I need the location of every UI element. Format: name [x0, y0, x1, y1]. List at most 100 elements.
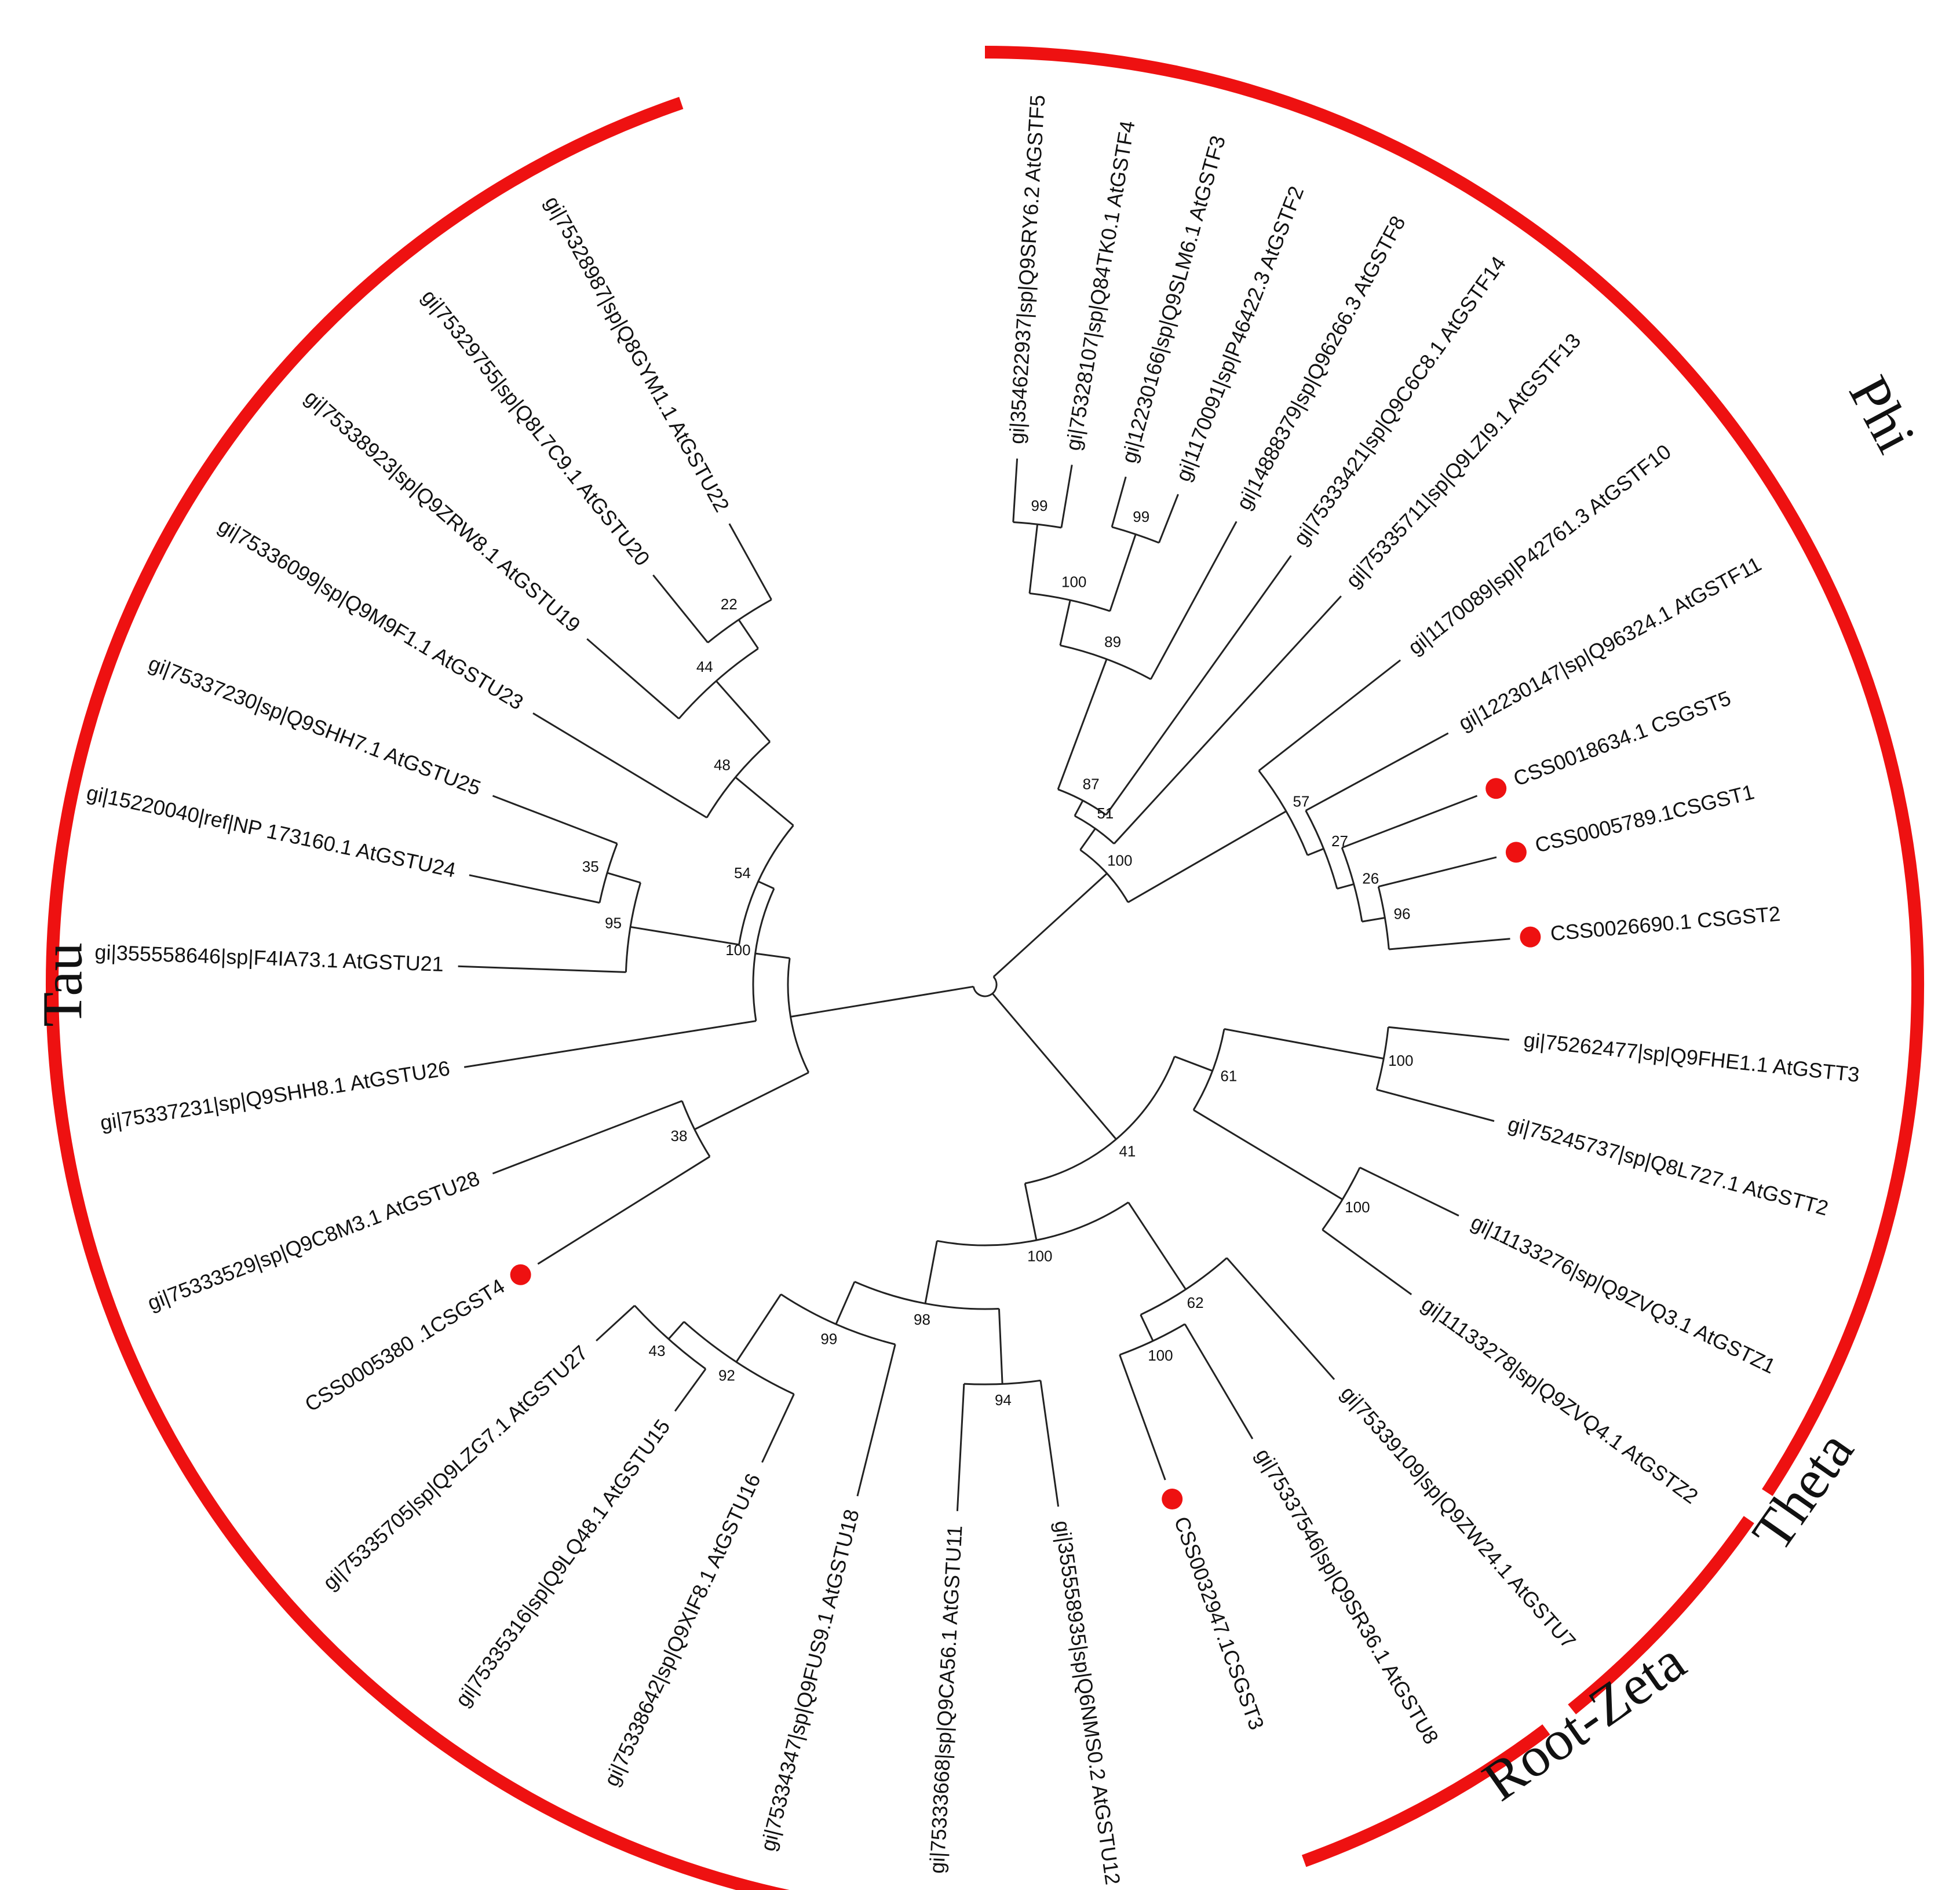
branch-line — [761, 1394, 795, 1463]
tree-branches — [458, 458, 1510, 1511]
branch-arc — [634, 1304, 706, 1370]
bootstrap-value: 100 — [1027, 1247, 1052, 1264]
branch-line — [1060, 465, 1073, 528]
bootstrap-value: 100 — [725, 941, 750, 959]
branch-arc — [1057, 788, 1107, 816]
bootstrap-value: 94 — [995, 1391, 1012, 1409]
branch-line — [1119, 1354, 1166, 1480]
branch-line — [1105, 555, 1292, 816]
leaf-label: gi|75328107|sp|Q84TK0.1 AtGSTF4 — [1061, 119, 1140, 452]
branch-line — [835, 1281, 856, 1325]
branch-line — [1057, 659, 1108, 790]
bootstrap-value: 27 — [1331, 832, 1348, 850]
branch-line — [1140, 1314, 1154, 1341]
leaf-label: CSS0018634.1 CSGST5 — [1510, 686, 1733, 791]
bootstrap-value: 38 — [671, 1127, 688, 1145]
leaf-label: gi|75337230|sp|Q9SHH7.1 AtGSTU25 — [145, 651, 484, 800]
leaf-label: gi|355558646|sp|F4IA73.1 AtGSTU21 — [94, 940, 444, 976]
branch-arc — [937, 1201, 1129, 1246]
bootstrap-value: 99 — [1031, 497, 1048, 514]
bootstrap-value: 62 — [1187, 1294, 1204, 1311]
bootstrap-labels: 9999100898751962627571001001006110062944… — [582, 497, 1414, 1409]
branch-arc — [1111, 526, 1160, 544]
branch-line — [596, 1304, 636, 1341]
branch-line — [469, 874, 600, 904]
branch-line — [607, 872, 641, 884]
branch-line — [1012, 458, 1019, 522]
bootstrap-value: 100 — [1061, 573, 1086, 591]
leaf-label: gi|75337546|sp|Q9SR36.1 AtGSTU8 — [1251, 1445, 1443, 1748]
bootstrap-value: 92 — [718, 1366, 735, 1384]
leaf-label: gi|75333529|sp|Q9C8M3.1 AtGSTU28 — [144, 1166, 483, 1315]
bootstrap-value: 35 — [582, 858, 599, 875]
leaf-label: gi|75338642|sp|Q9XIF8.1 AtGSTU16 — [599, 1469, 765, 1789]
branch-arc — [1079, 849, 1129, 903]
branch-line — [463, 1020, 757, 1068]
branch-arc — [1375, 1027, 1389, 1090]
clade-arc-theta — [1568, 1516, 1754, 1714]
branch-line — [674, 1368, 707, 1412]
branch-line — [1113, 595, 1342, 845]
branch-line — [1337, 883, 1355, 890]
branch-line — [1359, 1167, 1459, 1217]
branch-line — [758, 880, 775, 890]
branch-arc — [787, 957, 810, 1073]
clade-label-phi: Phi — [1837, 366, 1928, 462]
branch-line — [735, 776, 794, 827]
leaf-label: CSS0026690.1 CSGST2 — [1549, 901, 1781, 945]
branch-arc — [1322, 1167, 1361, 1231]
branch-arc — [1074, 815, 1115, 845]
branch-line — [956, 1384, 965, 1511]
marker-dots — [510, 778, 1541, 1509]
clade-label-tau: Tau — [31, 942, 94, 1027]
bootstrap-value: 51 — [1097, 805, 1114, 822]
branch-line — [1378, 856, 1497, 888]
branch-line — [819, 985, 974, 1013]
branch-arc — [780, 1293, 896, 1346]
branch-arc — [598, 843, 618, 903]
branch-line — [1376, 1088, 1495, 1122]
branch-line — [991, 993, 1117, 1140]
branch-arc — [1305, 810, 1338, 889]
branch-line — [532, 712, 707, 818]
bootstrap-value: 99 — [1133, 508, 1149, 525]
bootstrap-value: 22 — [721, 595, 738, 613]
bootstrap-value: 41 — [1119, 1143, 1136, 1160]
branch-line — [735, 1293, 782, 1363]
bootstrap-value: 99 — [820, 1330, 837, 1347]
branch-line — [1127, 1201, 1187, 1290]
leaf-label: gi|75333668|sp|Q9CA56.1 AtGSTU11 — [925, 1525, 966, 1874]
branch-line — [694, 1072, 809, 1131]
branch-arc — [1024, 1056, 1176, 1185]
branch-arc — [1140, 1257, 1228, 1316]
leaf-label: gi|75334347|sp|Q9FUS9.1 AtGSTU18 — [755, 1507, 863, 1854]
branch-line — [667, 1321, 685, 1340]
bootstrap-value: 54 — [734, 864, 751, 882]
leaf-label: gi|75333421|sp|Q9C6C8.1 AtGSTF14 — [1289, 252, 1510, 550]
branch-line — [716, 680, 771, 743]
branch-line — [1127, 810, 1287, 904]
marked-leaf-dot — [1162, 1489, 1183, 1509]
branch-arc — [678, 648, 759, 719]
branch-line — [492, 1100, 682, 1175]
branch-line — [1341, 795, 1478, 849]
leaf-label: gi|15220040|ref|NP 173160.1 AtGSTU24 — [85, 781, 458, 882]
bootstrap-value: 100 — [1345, 1198, 1370, 1216]
branch-line — [790, 1011, 820, 1018]
branch-line — [1322, 1229, 1412, 1296]
branch-line — [586, 638, 680, 719]
branch-line — [1362, 917, 1385, 923]
branch-arc — [1258, 770, 1309, 856]
branch-line — [728, 523, 772, 601]
bootstrap-value: 95 — [605, 914, 622, 931]
branch-arc — [707, 598, 772, 644]
branch-arc — [1029, 592, 1111, 612]
branch-arc — [625, 882, 641, 973]
branch-line — [652, 574, 709, 644]
branch-line — [1149, 521, 1238, 680]
branch-line — [1111, 476, 1127, 528]
branch-arc — [854, 1281, 999, 1310]
leaf-label: CSS0032947.1CSGST3 — [1170, 1514, 1269, 1733]
branch-line — [1039, 1380, 1060, 1507]
